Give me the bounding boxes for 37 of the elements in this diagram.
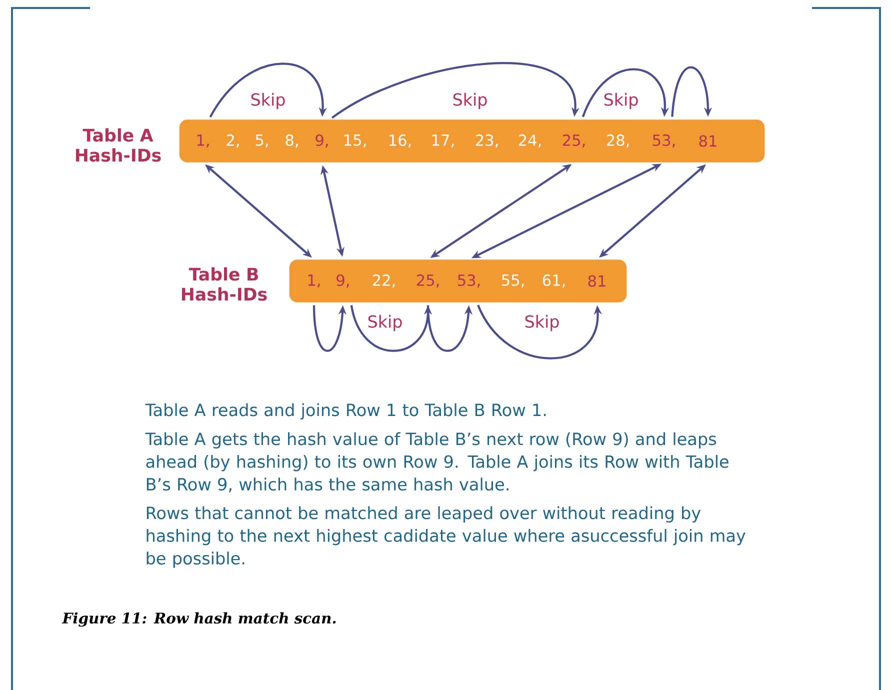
hash-id: 15, [344,134,366,148]
table-heading: Table B Hash-IDs [182,267,267,301]
edge-label: Skip [522,314,562,332]
hash-id: 2, [226,134,239,148]
hash-id: 25, [416,274,439,288]
edge-label: Skip [450,92,490,110]
edge-label: Skip [366,314,404,332]
hash-id: 17, [432,134,454,148]
hash-id: 28, [606,134,629,148]
hash-id: 25, [562,134,585,148]
hash-id: 5, [256,134,268,148]
hash-id: 81 [588,275,606,287]
arrow [209,62,327,118]
hash-id: 61, [542,274,565,288]
arrow [671,66,712,117]
description-text: Table A gets the hash value of Table B’s next row (Row 9) and leaps ahead (by hashing) to its own Row 9. Table A joins its Row with Table B’s Row 9, which has the same hash value. [145,432,728,492]
edge-label: Skip [602,92,640,110]
hash-id: 22, [372,274,395,288]
hash-id: 16, [390,134,411,148]
figure-caption: Figure 11: Row hash match scan. [62,612,336,627]
hash-id: 8, [286,134,298,148]
hash-id: 24, [518,134,541,148]
hash-id: 23, [476,134,498,148]
description-text: Table A reads and joins Row 1 to Table B Row 1. [145,403,546,420]
hash-id: 9, [336,274,349,288]
edge-label: Skip [248,92,288,110]
hash-id: 53, [458,274,480,288]
hash-id: 9, [316,134,328,148]
arrow [582,68,670,118]
table-heading: Table A Hash-IDs [76,128,161,162]
hash-id: 1, [197,134,209,148]
hash-id: 53, [653,134,675,148]
hash-id: 81 [699,135,716,147]
description-text: Rows that cannot be matched are leaped over without reading by hashing to the next highest cadidate value where asuccessful join may be possible. [146,506,746,568]
arrow [332,62,580,119]
hash-id: 55, [502,274,524,288]
hash-id: 1, [308,274,320,288]
